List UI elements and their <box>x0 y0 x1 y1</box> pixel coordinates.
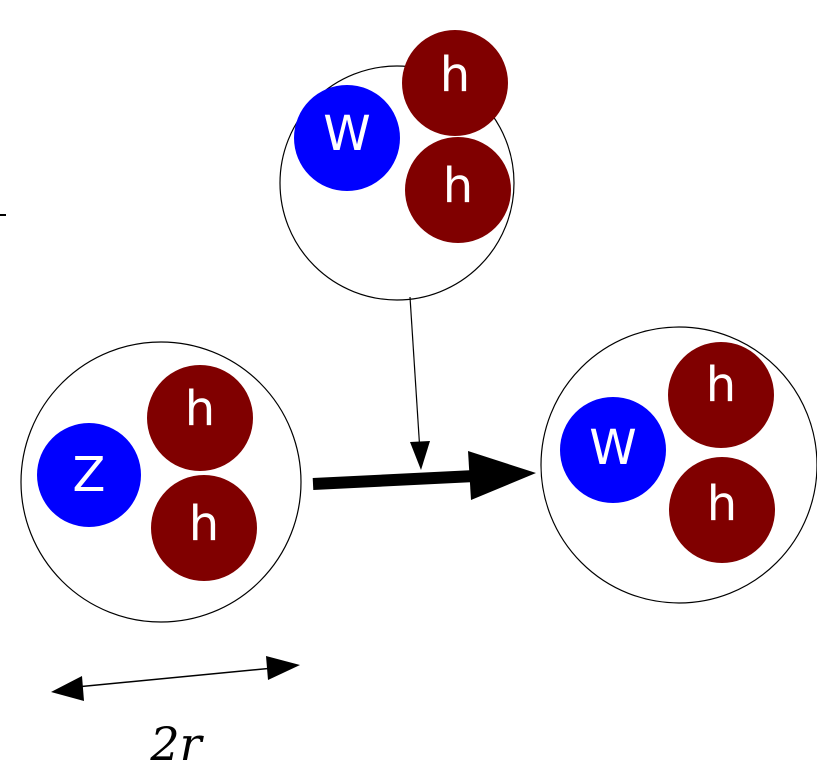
cluster-right-higgs-1 <box>668 342 774 448</box>
cluster-top-higgs-2 <box>405 137 511 243</box>
cluster-top-boson-label: W <box>323 106 370 162</box>
cluster-right-boson <box>560 397 666 503</box>
cluster-right: W h h <box>540 326 817 604</box>
cluster-left-boson <box>37 423 141 527</box>
thick-arrow-head <box>468 451 536 500</box>
cluster-top-boson <box>294 85 400 191</box>
cluster-top-higgs-1-label: h <box>440 47 470 103</box>
dimension-arrow-head-right <box>266 656 300 680</box>
thin-arrow-shaft <box>409 296 421 453</box>
thin-arrow-head <box>410 441 430 470</box>
cluster-top-higgs-1 <box>402 30 508 136</box>
cluster-left-higgs-2-label: h <box>189 496 219 552</box>
cluster-top: W h h <box>279 30 515 301</box>
cluster-left-boson-label: Z <box>73 447 106 503</box>
thick-arrow-shaft <box>312 470 476 490</box>
cluster-top-higgs-2-label: h <box>443 158 473 214</box>
cluster-right-higgs-2 <box>669 457 775 563</box>
cluster-left: Z h h <box>20 341 302 623</box>
cluster-left-higgs-2 <box>151 475 257 581</box>
dimension-arrow-head-left <box>51 676 84 701</box>
cluster-right-boson-label: W <box>589 420 636 476</box>
dimension-label: 2r <box>149 717 204 769</box>
cluster-left-higgs-1-label: h <box>185 381 215 437</box>
cluster-left-higgs-1 <box>147 365 253 471</box>
cluster-right-higgs-1-label: h <box>706 357 736 413</box>
cluster-right-higgs-2-label: h <box>707 476 737 532</box>
dimension-arrow-line <box>65 666 285 689</box>
